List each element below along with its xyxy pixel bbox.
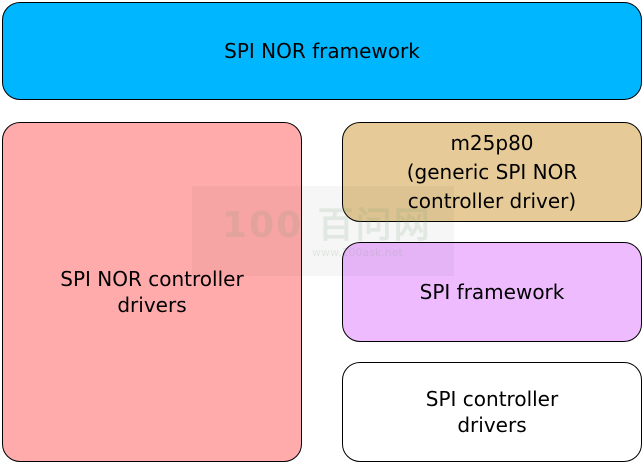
spi-nor-framework-label: SPI NOR framework <box>224 39 420 63</box>
m25p80-label: m25p80 (generic SPI NOR controller drive… <box>406 130 578 213</box>
spi-nor-controller-drivers-box: SPI NOR controller drivers <box>2 122 302 462</box>
m25p80-box: m25p80 (generic SPI NOR controller drive… <box>342 122 642 222</box>
spi-nor-controller-drivers-label: SPI NOR controller drivers <box>60 267 244 317</box>
spi-controller-drivers-box: SPI controller drivers <box>342 362 642 462</box>
spi-framework-label: SPI framework <box>419 280 565 304</box>
spi-controller-drivers-label: SPI controller drivers <box>425 387 559 437</box>
spi-nor-framework-box: SPI NOR framework <box>2 2 642 100</box>
spi-framework-box: SPI framework <box>342 242 642 342</box>
